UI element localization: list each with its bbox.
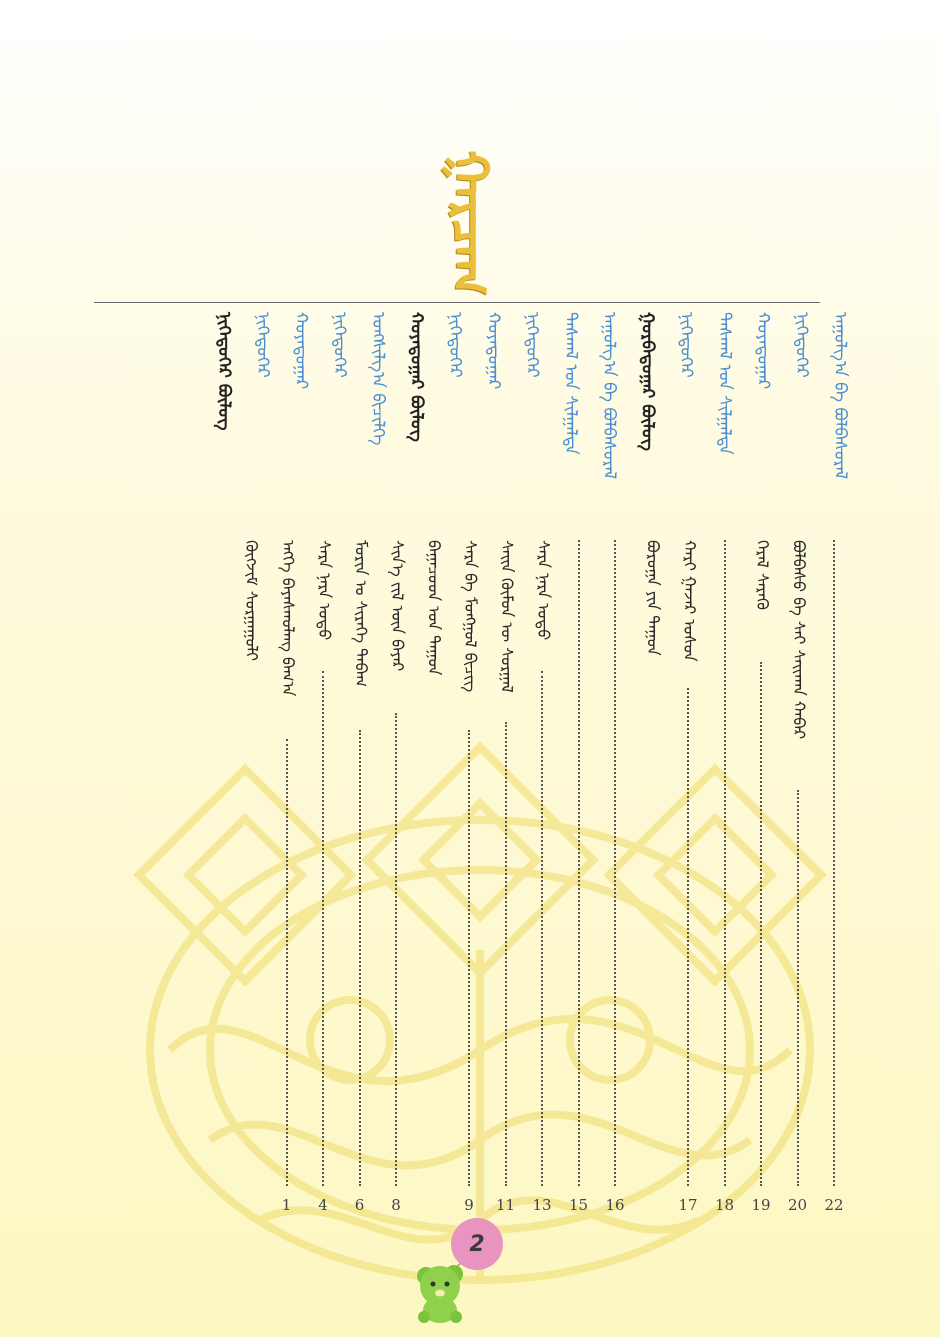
- dot-leader: [760, 662, 762, 1186]
- outline-item: ᠠᠭᠤᠯᠭ᠎ᠠ ᠪᠠ ᠪᠣᠯᠪᠠᠰᠤᠷᠠᠯ: [830, 312, 850, 480]
- toc-entry[interactable]: ᠰᠠᠷᠠ ᠨᠠᠷᠠ ᠣᠳᠤ 4: [309, 540, 337, 1220]
- dot-leader: [577, 540, 580, 1186]
- outline-item: ᠨᠢᠭᠡᠳᠦᠭᠡᠷ: [676, 312, 696, 378]
- toc-page-number: 1: [281, 1196, 292, 1214]
- dot-leader: [614, 540, 616, 1186]
- section-heading: ᠭᠤᠷᠪᠠᠳᠤᠭᠠᠷ ᠪᠦᠯᠦᠭ: [637, 312, 658, 451]
- page-number-badge: 2: [451, 1218, 503, 1270]
- toc-entry-text: ᠰᠠᠷᠠ ᠨᠠᠷᠠ ᠣᠳᠤ: [315, 540, 334, 641]
- toc-entry[interactable]: 15: [565, 540, 593, 1220]
- toc-entry-text: ᠪᠣᠷᠤᠭᠠ ᠶᠢᠨ ᠳᠠᠭᠤᠨ: [643, 540, 663, 656]
- toc-entry-text: ᠡᠩᠬᠡ ᠪᠠᠶᠠᠰᠬᠤᠯᠠᠩ ᠪᠠᠬ᠎ᠠ: [278, 540, 298, 697]
- toc-page-number: 8: [391, 1196, 401, 1214]
- toc-page-number: 18: [714, 1196, 735, 1214]
- toc-entry-text: ᠰᠠᠢᠨ ᠬᠦᠮᠦᠨ ᠦ ᠰᠤᠷᠭᠠᠯ: [497, 540, 517, 693]
- toc-entry[interactable]: ᠡᠩᠬᠡ ᠪᠠᠶᠠᠰᠬᠤᠯᠠᠩ ᠪᠠᠬ᠎ᠠ 1: [273, 540, 301, 1220]
- dot-leader: [723, 540, 726, 1186]
- dot-leader: [468, 730, 470, 1186]
- outline-item: ᠠᠭᠤᠯᠭ᠎ᠠ ᠪᠠ ᠪᠣᠯᠪᠠᠰᠤᠷᠠᠯ: [599, 312, 619, 480]
- outline-item: ᠳᠠᠰᠬᠠᠯ ᠤᠨ ᠰᠢᠯᠭᠠᠯᠲᠠ: [560, 312, 581, 455]
- outline-item: ᠨᠢᠭᠡᠳᠦᠭᠡᠷ: [522, 312, 542, 378]
- outline-item: ᠤᠩᠰᠢᠯᠭ᠎ᠠ ᠪᠢᠴᠢᠯᠭᠡ: [368, 312, 388, 446]
- page-title: ᠭᠠᠷᠴᠠᠭ: [441, 150, 500, 296]
- toc-entry[interactable]: ᠪᠣᠷᠤᠭᠠ ᠶᠢᠨ ᠳᠠᠭᠤᠨ: [638, 540, 666, 1220]
- dot-leader: [833, 540, 835, 1186]
- toc-entry[interactable]: ᠬᠥᠭᠵᠢᠮ ᠰᠤᠷᠭᠠᠭᠤᠯᠢ: [236, 540, 264, 1220]
- toc-entry-text: ᠬᠥᠭᠵᠢᠮ ᠰᠤᠷᠭᠠᠭᠤᠯᠢ: [242, 540, 261, 662]
- dot-leader: [541, 670, 543, 1186]
- title-rule: [94, 302, 820, 303]
- dot-leader: [358, 730, 361, 1186]
- toc-page-number: 15: [568, 1196, 589, 1214]
- toc-page-number: 9: [464, 1196, 474, 1214]
- dot-leader: [796, 789, 799, 1186]
- toc-entry[interactable]: ᠰᠢᠨ᠎ᠡ ᠵᠢᠯ ᠦᠨ ᠪᠠᠶᠠᠷ 8: [382, 540, 410, 1220]
- toc-page-number: 13: [532, 1196, 552, 1214]
- outline-item: ᠨᠢᠭᠡᠳᠦᠭᠡᠷ: [791, 312, 812, 378]
- toc-entry[interactable]: ᠰᠠᠷᠠ ᠨᠠᠷᠠ ᠣᠳᠤ 13: [528, 540, 556, 1220]
- dot-leader: [504, 721, 507, 1186]
- section-heading: ᠨᠢᠭᠡᠳᠦᠭᠡᠷ ᠪᠦᠯᠦᠭ: [214, 312, 234, 431]
- toc-entry[interactable]: ᠰᠠᠷᠠ ᠪᠠ ᠮᠣᠩᠭᠣᠯ ᠪᠢᠴᠢᠭ 9: [455, 540, 483, 1220]
- toc-entry-text: ᠪᠣᠯᠪᠠᠰᠤ ᠪᠠ ᠰᠠᠢ ᠰᠠᠢᠬᠠᠨ ᠬᠠᠪᠠᠷ: [789, 540, 809, 740]
- toc-entry-text: ᠰᠢᠨ᠎ᠡ ᠵᠢᠯ ᠦᠨ ᠪᠠᠶᠠᠷ: [388, 540, 407, 672]
- toc-entry-text: ᠭᠡᠷᠡᠯ ᠰᠡᠷᠡᠬᠦ: [753, 540, 772, 610]
- dot-leader: [687, 687, 689, 1186]
- ornament-background: [133, 741, 827, 1284]
- toc-entry[interactable]: 16: [601, 540, 629, 1220]
- toc-entry-text: ᠪᠠᠭᠠᠴᠤᠳ ᠤᠨ ᠳᠠᠭᠤᠨ: [424, 540, 444, 676]
- outline-item: ᠨᠢᠭᠡᠳᠦᠭᠡᠷ: [252, 312, 273, 378]
- outline-item: ᠳᠠᠰᠬᠠᠯ ᠤᠨ ᠰᠢᠯᠭᠠᠯᠲᠠ: [714, 312, 735, 455]
- toc-entry[interactable]: ᠮᠣᠷᠢᠨ ᠤ ᠰᠢᠷᠡᠭᠡ ᠲᠠᠪᠠᠭ 6: [346, 540, 374, 1220]
- dot-leader: [285, 738, 288, 1186]
- toc-page-number: 6: [354, 1196, 365, 1214]
- toc-page-number: 22: [824, 1196, 844, 1214]
- outline-item: ᠬᠣᠶᠠᠳᠤᠭᠠᠷ: [291, 312, 311, 390]
- dot-leader: [395, 713, 397, 1186]
- toc-entry[interactable]: ᠭᠡᠷᠡᠯ ᠰᠡᠷᠡᠬᠦ 19: [747, 540, 775, 1220]
- bear-mascot-icon: [417, 1243, 477, 1323]
- toc-page-number: 4: [318, 1196, 328, 1214]
- toc-page-number: 20: [787, 1196, 808, 1214]
- outline-item: ᠬᠣᠶᠠᠳᠤᠭᠠᠷ: [753, 312, 773, 390]
- toc-entry-text: ᠰᠠᠷᠠ ᠨᠠᠷᠠ ᠣᠳᠤ: [534, 540, 553, 641]
- toc-entry[interactable]: 22: [820, 540, 848, 1220]
- outline-item: ᠬᠣᠶᠠᠳᠤᠭᠠᠷ: [483, 312, 504, 390]
- toc-entry-text: ᠰᠠᠷᠠ ᠪᠠ ᠮᠣᠩᠭᠣᠯ ᠪᠢᠴᠢᠭ: [461, 540, 480, 693]
- toc-page-number: 17: [678, 1196, 698, 1214]
- dot-leader: [322, 670, 324, 1186]
- toc-page-number: 19: [751, 1196, 771, 1214]
- toc-entry-text: ᠮᠣᠷᠢᠨ ᠤ ᠰᠢᠷᠡᠭᠡ ᠲᠠᠪᠠᠭ: [351, 540, 371, 688]
- section-heading: ᠬᠣᠶᠠᠳᠤᠭᠠᠷ ᠪᠦᠯᠦᠭ: [406, 312, 427, 442]
- toc-page-number: 11: [495, 1196, 516, 1214]
- toc-entry[interactable]: ᠪᠣᠯᠪᠠᠰᠤ ᠪᠠ ᠰᠠᠢ ᠰᠠᠢᠬᠠᠨ ᠬᠠᠪᠠᠷ 20: [784, 540, 812, 1220]
- outline-item: ᠨᠢᠭᠡᠳᠦᠭᠡᠷ: [329, 312, 350, 378]
- toc-entry-text: ᠬᠠᠷᠢ ᠭᠠᠵᠠᠷ ᠤᠰᠤᠨ: [680, 540, 699, 662]
- toc-entry[interactable]: ᠪᠠᠭᠠᠴᠤᠳ ᠤᠨ ᠳᠠᠭᠤᠨ: [419, 540, 447, 1220]
- toc-entry[interactable]: ᠬᠠᠷᠢ ᠭᠠᠵᠠᠷ ᠤᠰᠤᠨ 17: [674, 540, 702, 1220]
- toc-entry[interactable]: 18: [711, 540, 739, 1220]
- toc-page-number: 16: [605, 1196, 625, 1214]
- outline-item: ᠨᠢᠭᠡᠳᠦᠭᠡᠷ: [445, 312, 465, 378]
- toc-entry[interactable]: ᠰᠠᠢᠨ ᠬᠦᠮᠦᠨ ᠦ ᠰᠤᠷᠭᠠᠯ 11: [492, 540, 520, 1220]
